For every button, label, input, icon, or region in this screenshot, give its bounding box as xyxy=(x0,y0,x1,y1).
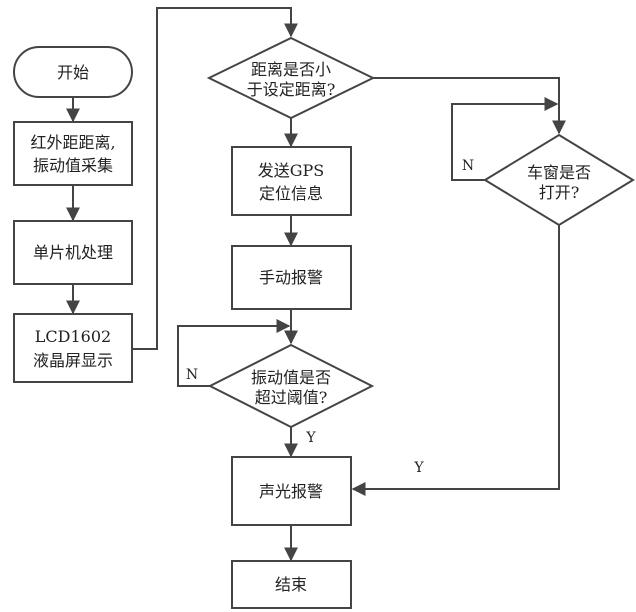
edge-window-sound xyxy=(351,225,560,496)
lcd-label-line2: 液晶屏显示 xyxy=(33,351,113,370)
gps-node xyxy=(231,146,352,216)
end-label: 结束 xyxy=(275,575,307,594)
manual-alarm-label: 手动报警 xyxy=(259,268,323,287)
window-check-line1: 车窗是否 xyxy=(527,163,591,182)
mcu-label: 单片机处理 xyxy=(33,243,113,262)
vibration-yes-label: Y xyxy=(305,430,316,446)
vibration-no-label: N xyxy=(186,367,198,383)
distance-check-line1: 距离是否小 xyxy=(251,60,331,79)
window-no-label: N xyxy=(462,158,474,174)
end-node xyxy=(231,560,352,609)
mcu-node xyxy=(13,220,133,285)
edge-window-no-loop xyxy=(451,97,559,181)
lcd-label-line1: LCD1602 xyxy=(35,327,111,346)
sound-light-alarm-label: 声光报警 xyxy=(259,482,323,501)
edge-lcd-distance xyxy=(132,7,298,350)
sensor-node xyxy=(13,121,133,186)
lcd-node xyxy=(13,313,133,383)
window-yes-label: Y xyxy=(413,460,424,476)
gps-label-line2: 定位信息 xyxy=(259,184,323,203)
sensor-label-line1: 红外距距离, xyxy=(30,133,115,152)
distance-check-line2: 于设定距离? xyxy=(247,80,336,99)
vibration-check-line2: 超过阈值? xyxy=(255,388,328,407)
edge-distance-window xyxy=(373,77,566,135)
window-check-line2: 打开? xyxy=(539,183,580,202)
gps-label-line1: 发送GPS xyxy=(258,161,325,180)
start-label: 开始 xyxy=(57,63,89,82)
sensor-label-line2: 振动值采集 xyxy=(33,156,113,175)
vibration-check-line1: 振动值是否 xyxy=(251,368,331,387)
edge-vibration-no-loop xyxy=(177,319,291,387)
